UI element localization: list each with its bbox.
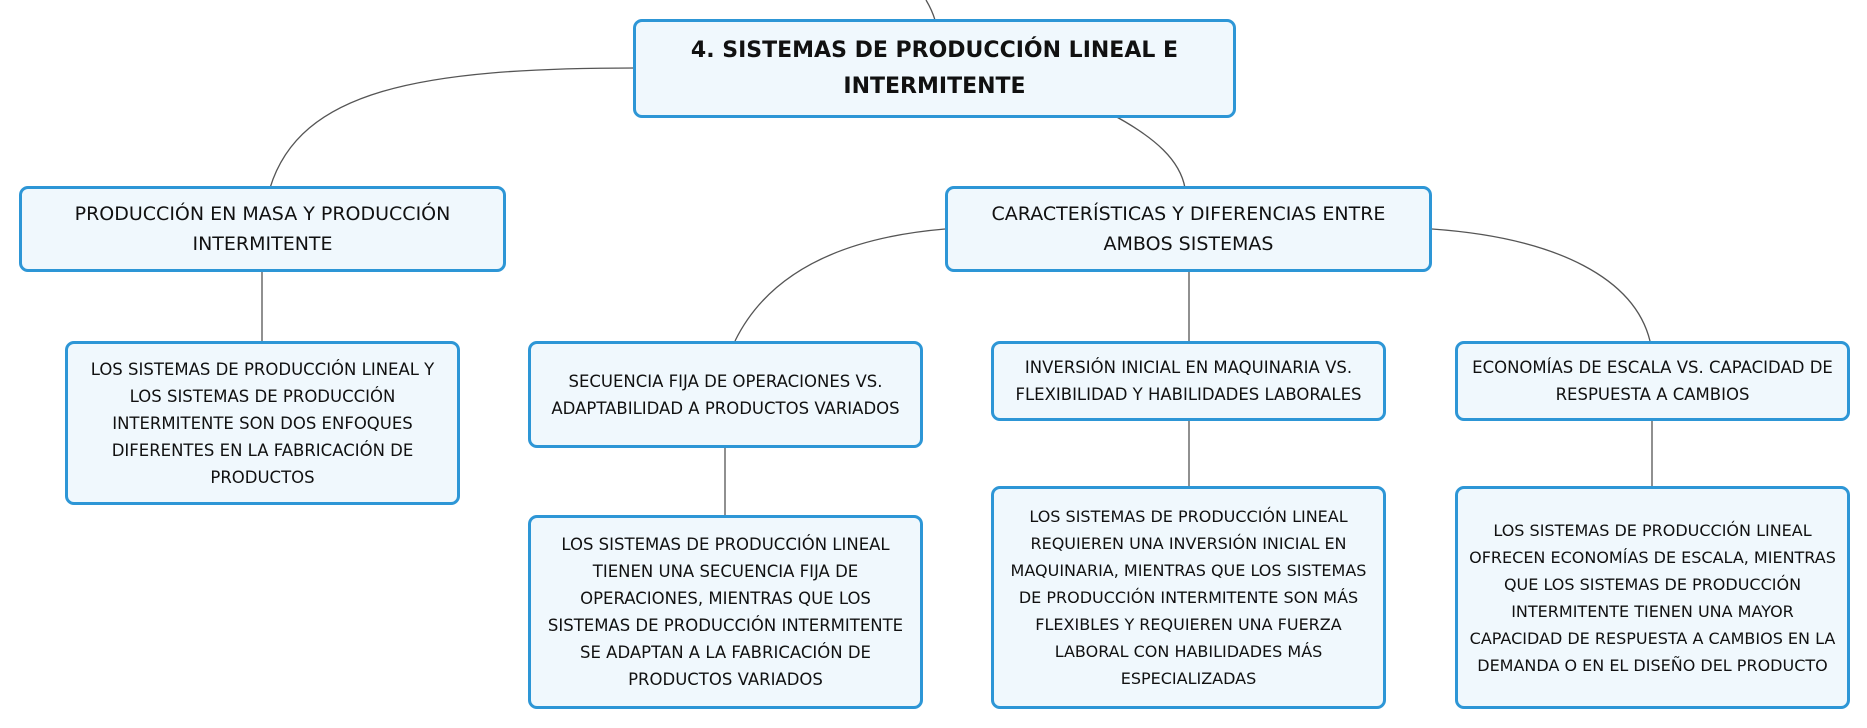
node-caracteristicas-diferencias-label: CARACTERÍSTICAS Y DIFERENCIAS ENTRE AMBO… <box>991 203 1386 255</box>
node-inversion-detail[interactable]: LOS SISTEMAS DE PRODUCCIÓN LINEAL REQUIE… <box>991 486 1386 709</box>
connector-root-masa <box>269 67 636 189</box>
node-masa-detail[interactable]: LOS SISTEMAS DE PRODUCCIÓN LINEAL Y LOS … <box>65 341 460 505</box>
node-caracteristicas-diferencias[interactable]: CARACTERÍSTICAS Y DIFERENCIAS ENTRE AMBO… <box>945 186 1432 272</box>
node-economias-escala-label: ECONOMÍAS DE ESCALA VS. CAPACIDAD DE RES… <box>1472 358 1833 404</box>
node-secuencia-detail-label: LOS SISTEMAS DE PRODUCCIÓN LINEAL TIENEN… <box>547 535 904 689</box>
node-produccion-en-masa[interactable]: PRODUCCIÓN EN MASA Y PRODUCCIÓN INTERMIT… <box>19 186 506 272</box>
node-masa-detail-label: LOS SISTEMAS DE PRODUCCIÓN LINEAL Y LOS … <box>90 359 435 487</box>
root-node[interactable]: 4. SISTEMAS DE PRODUCCIÓN LINEAL E INTER… <box>633 19 1236 118</box>
connector-caracteristicas-economias <box>1431 228 1651 342</box>
node-secuencia-detail[interactable]: LOS SISTEMAS DE PRODUCCIÓN LINEAL TIENEN… <box>528 515 923 709</box>
node-secuencia-fija[interactable]: SECUENCIA FIJA DE OPERACIONES VS. ADAPTA… <box>528 341 923 448</box>
node-economias-escala[interactable]: ECONOMÍAS DE ESCALA VS. CAPACIDAD DE RES… <box>1455 341 1850 421</box>
connector-root-caracteristicas <box>1114 115 1186 189</box>
node-inversion-inicial[interactable]: INVERSIÓN INICIAL EN MAQUINARIA VS. FLEX… <box>991 341 1386 421</box>
node-inversion-detail-label: LOS SISTEMAS DE PRODUCCIÓN LINEAL REQUIE… <box>1010 507 1367 688</box>
connector-offscreen-parent <box>925 0 936 21</box>
node-inversion-inicial-label: INVERSIÓN INICIAL EN MAQUINARIA VS. FLEX… <box>1015 358 1362 404</box>
root-node-label: 4. SISTEMAS DE PRODUCCIÓN LINEAL E INTER… <box>690 37 1179 99</box>
node-economias-detail[interactable]: LOS SISTEMAS DE PRODUCCIÓN LINEAL OFRECE… <box>1455 486 1850 709</box>
node-economias-detail-label: LOS SISTEMAS DE PRODUCCIÓN LINEAL OFRECE… <box>1469 520 1836 675</box>
node-secuencia-fija-label: SECUENCIA FIJA DE OPERACIONES VS. ADAPTA… <box>551 371 900 418</box>
node-produccion-en-masa-label: PRODUCCIÓN EN MASA Y PRODUCCIÓN INTERMIT… <box>74 203 451 255</box>
connector-caracteristicas-secuencia <box>734 228 946 342</box>
